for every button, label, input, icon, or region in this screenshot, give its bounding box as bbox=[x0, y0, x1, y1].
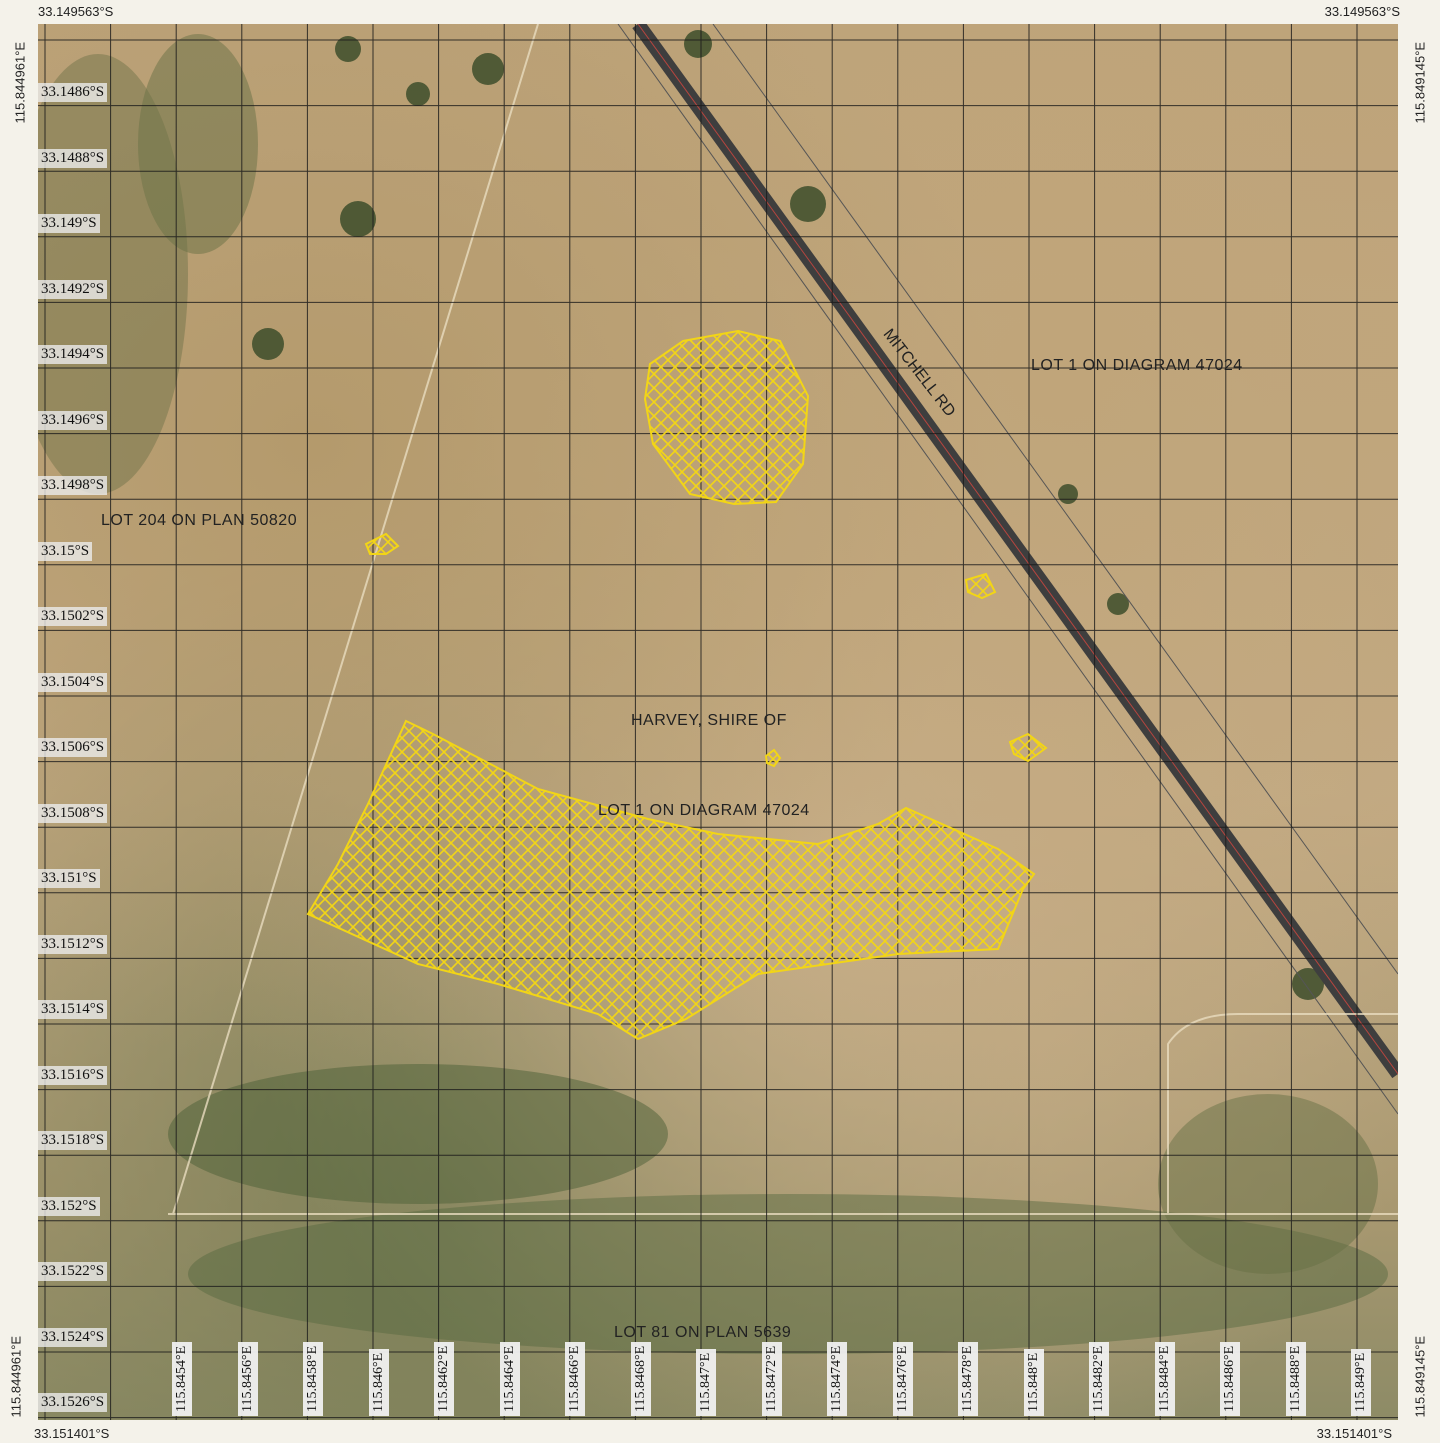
lat-label: 33.1514°S bbox=[38, 1000, 108, 1019]
lon-label: 115.849°E bbox=[1351, 1348, 1371, 1416]
lon-label: 115.846°E bbox=[368, 1348, 389, 1416]
lat-label: 33.1492°S bbox=[38, 279, 108, 299]
hatch-spot-3 bbox=[1008, 732, 1048, 763]
lon-label: 115.8484°E bbox=[1154, 1341, 1175, 1416]
lot-1-ne-label: LOT 1 ON DIAGRAM 47024 bbox=[1031, 357, 1243, 374]
lat-label: 33.1494°S bbox=[38, 345, 108, 364]
shire-label: HARVEY, SHIRE OF bbox=[631, 712, 787, 729]
lat-label: 33.1506°S bbox=[38, 738, 108, 757]
lon-label: 115.848°E bbox=[1023, 1348, 1044, 1416]
lon-label: 115.8462°E bbox=[434, 1341, 454, 1416]
lot-204-label: LOT 204 ON PLAN 50820 bbox=[101, 512, 298, 529]
lat-label: 33.1524°S bbox=[38, 1327, 108, 1347]
lat-label: 33.1526°S bbox=[38, 1393, 108, 1412]
lon-label: 115.8476°E bbox=[892, 1341, 913, 1416]
lat-label: 33.1512°S bbox=[38, 934, 108, 954]
hatch-spot-2 bbox=[964, 572, 997, 600]
edge-right-bottom-lon: 115.849145°E bbox=[1412, 1335, 1428, 1418]
lat-label: 33.149°S bbox=[38, 214, 100, 233]
lat-label: 33.1516°S bbox=[38, 1065, 108, 1085]
lat-label: 33.1486°S bbox=[38, 83, 108, 102]
hatch-spot-4 bbox=[764, 748, 782, 768]
lot-81-label: LOT 81 ON PLAN 5639 bbox=[614, 1324, 792, 1341]
lat-label: 33.1518°S bbox=[38, 1131, 108, 1150]
lon-label: 115.8486°E bbox=[1220, 1341, 1240, 1416]
lon-label: 115.8468°E bbox=[630, 1341, 651, 1416]
hatch-area-north bbox=[643, 329, 810, 506]
lon-label: 115.8482°E bbox=[1089, 1341, 1109, 1416]
corner-top-left-lat: 33.149563°S bbox=[38, 4, 114, 19]
lon-label: 115.8478°E bbox=[958, 1341, 978, 1416]
lat-label: 33.1488°S bbox=[38, 148, 108, 168]
corner-bottom-right-lat: 33.151401°S bbox=[1316, 1426, 1392, 1441]
hatched-areas bbox=[306, 329, 1048, 1041]
lot-1-center-label: LOT 1 ON DIAGRAM 47024 bbox=[598, 802, 810, 819]
lon-label: 115.8454°E bbox=[172, 1341, 192, 1416]
lon-label: 115.8464°E bbox=[499, 1341, 520, 1416]
lat-label: 33.1502°S bbox=[38, 607, 108, 626]
edge-left-bottom-lon: 115.844961°E bbox=[8, 1335, 24, 1418]
lon-label: 115.8466°E bbox=[565, 1341, 585, 1416]
corner-bottom-left-lat: 33.151401°S bbox=[34, 1426, 110, 1441]
hatch-spot-1 bbox=[364, 532, 400, 555]
hatch-area-south bbox=[306, 719, 1036, 1041]
lon-label: 115.847°E bbox=[696, 1348, 716, 1416]
lon-label: 115.8456°E bbox=[237, 1341, 258, 1416]
lon-label: 115.8458°E bbox=[303, 1341, 323, 1416]
mitchell-road bbox=[617, 24, 1398, 1115]
map-overlay bbox=[38, 24, 1398, 1420]
corner-top-right-lat: 33.149563°S bbox=[1324, 4, 1400, 19]
lat-label: 33.15°S bbox=[38, 541, 93, 561]
lat-label: 33.151°S bbox=[38, 869, 100, 888]
lat-label: 33.152°S bbox=[38, 1196, 100, 1216]
edge-left-top-lon: 115.844961°E bbox=[12, 41, 28, 124]
aerial-map[interactable]: LOT 204 ON PLAN 50820 LOT 1 ON DIAGRAM 4… bbox=[38, 24, 1398, 1420]
lat-label: 33.1508°S bbox=[38, 803, 108, 823]
coordinate-grid bbox=[38, 24, 1398, 1420]
lat-label: 33.1522°S bbox=[38, 1262, 108, 1281]
lon-label: 115.8472°E bbox=[761, 1341, 782, 1416]
lon-label: 115.8488°E bbox=[1285, 1341, 1306, 1416]
lat-label: 33.1504°S bbox=[38, 672, 108, 692]
lon-label: 115.8474°E bbox=[827, 1341, 847, 1416]
lat-label: 33.1498°S bbox=[38, 476, 108, 495]
edge-right-top-lon: 115.849145°E bbox=[1412, 41, 1428, 124]
lat-label: 33.1496°S bbox=[38, 410, 108, 430]
